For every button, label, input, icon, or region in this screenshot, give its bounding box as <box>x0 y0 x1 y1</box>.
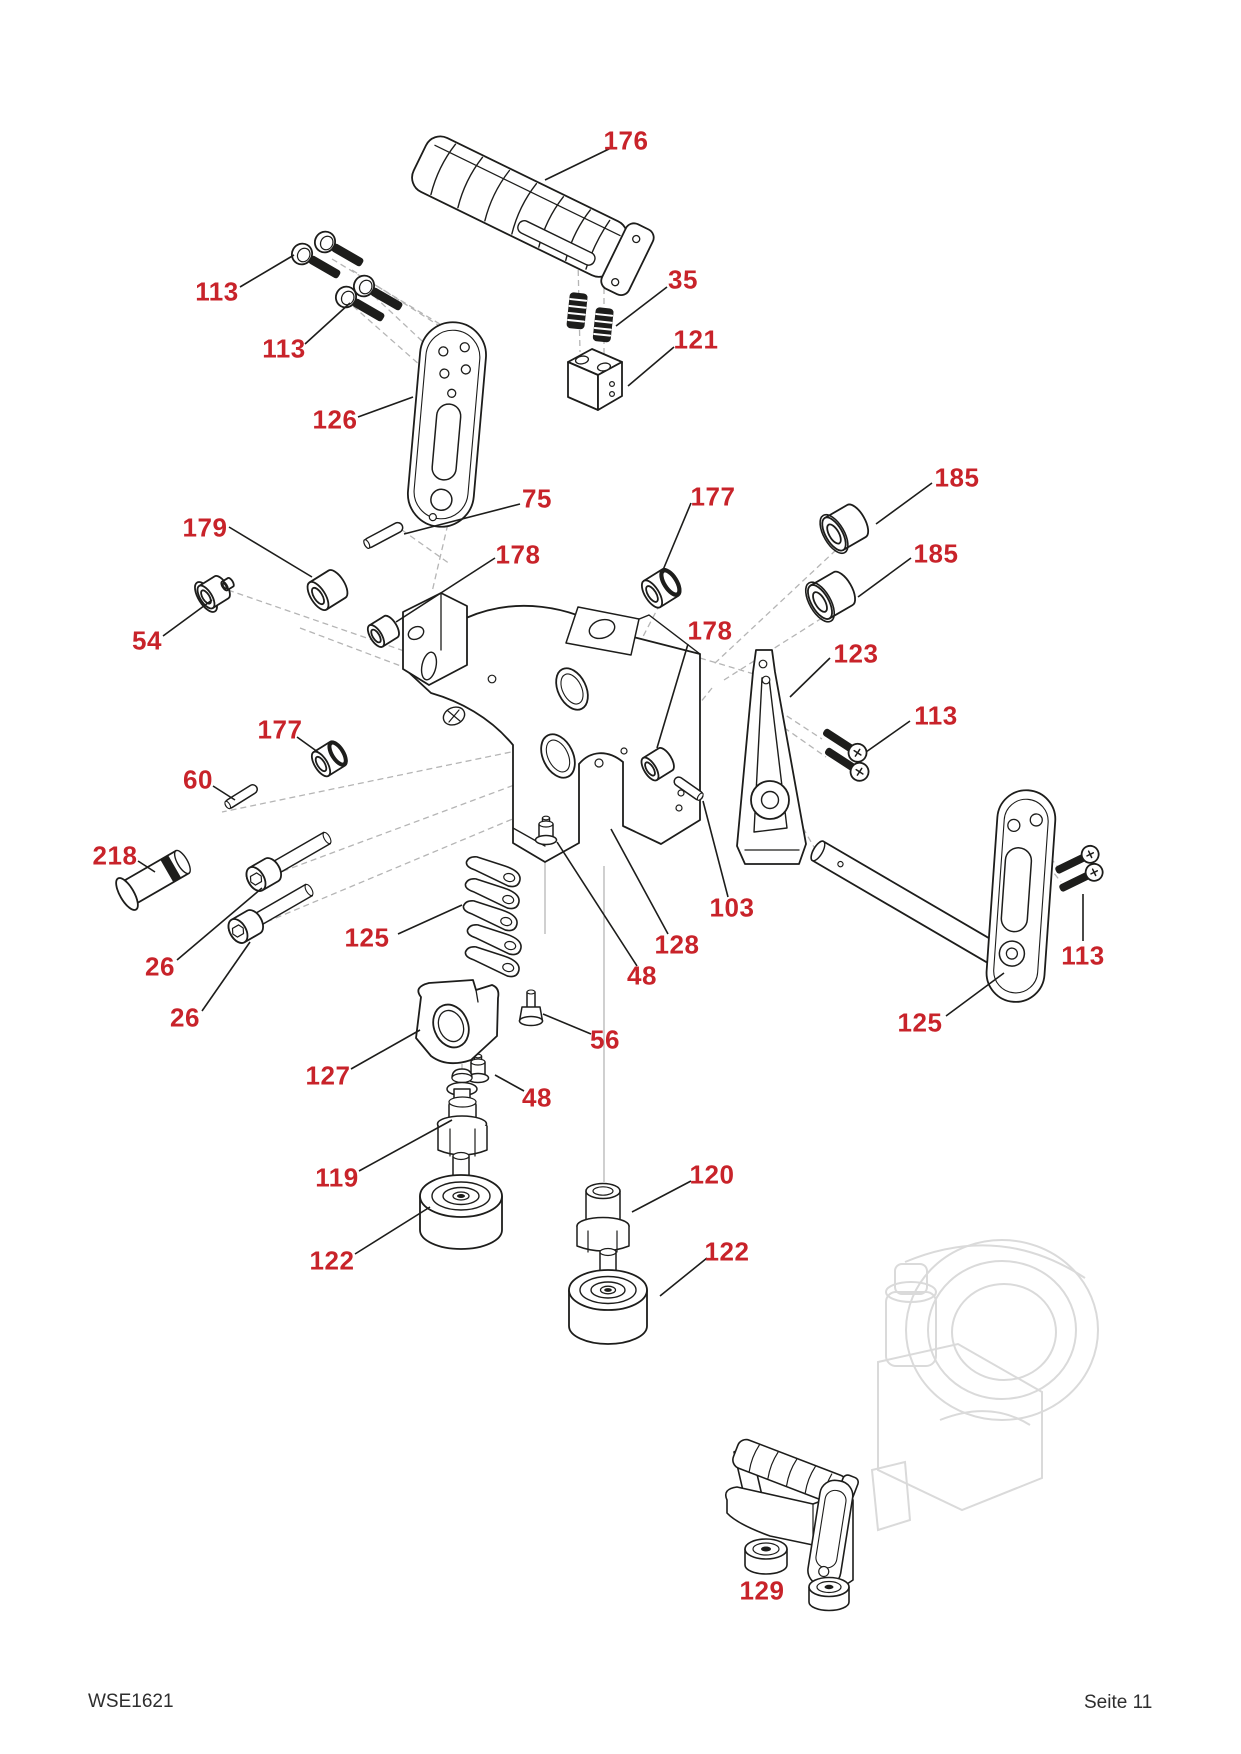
part-label-56: 56 <box>590 1024 620 1055</box>
part-label-185-a: 185 <box>934 462 980 493</box>
part-label-179: 179 <box>182 512 228 543</box>
pan-head-screws-113-top <box>290 230 403 322</box>
footer-doc-code: WSE1621 <box>88 1691 174 1712</box>
part-label-125-a: 125 <box>344 922 390 953</box>
small-pin-103 <box>673 776 704 801</box>
countersunk-screws-113-mid <box>822 728 870 782</box>
part-label-54: 54 <box>132 625 162 656</box>
roller-122-right <box>568 1247 648 1345</box>
part-label-127: 127 <box>305 1060 351 1091</box>
spring-block-121 <box>567 348 623 411</box>
pin-75 <box>363 521 404 550</box>
part-label-113-b: 113 <box>262 333 306 364</box>
cap-screw-26-1 <box>245 831 332 892</box>
part-label-75: 75 <box>522 483 552 514</box>
part-label-185-b: 185 <box>913 538 959 569</box>
part-label-177-b: 177 <box>257 714 303 745</box>
part-label-26-a: 26 <box>145 951 175 982</box>
a-frame-bracket-123 <box>736 649 807 865</box>
part-label-122-b: 122 <box>704 1236 750 1267</box>
axle-pin-218 <box>115 849 191 911</box>
part-label-26-b: 26 <box>170 1002 200 1033</box>
roller-122-left <box>419 1151 503 1250</box>
support-rod <box>810 840 1008 969</box>
handle-assembly-129 <box>724 1438 860 1612</box>
support-foot-120 <box>576 1182 630 1253</box>
right-link-plate-125 <box>985 789 1057 1003</box>
part-label-120: 120 <box>689 1159 735 1190</box>
bushing-185-2 <box>800 568 860 626</box>
part-label-113-d: 113 <box>1061 940 1105 971</box>
part-label-178-a: 178 <box>495 539 541 570</box>
main-frame-casting <box>402 592 701 863</box>
blade-set-125 <box>462 855 522 978</box>
flange-bolt-56 <box>518 989 544 1027</box>
part-label-128: 128 <box>654 929 700 960</box>
part-label-123: 123 <box>833 638 879 669</box>
cap-54 <box>191 573 235 615</box>
part-label-125-b: 125 <box>897 1007 943 1038</box>
part-label-126: 126 <box>312 404 358 435</box>
part-label-60: 60 <box>183 764 213 795</box>
cap-screw-26-2 <box>227 883 314 944</box>
left-link-plate-126 <box>406 321 487 528</box>
part-label-48-a: 48 <box>627 960 657 991</box>
part-label-119: 119 <box>315 1162 359 1193</box>
part-label-176: 176 <box>603 125 649 156</box>
part-label-113-c: 113 <box>914 700 958 731</box>
part-label-103: 103 <box>709 892 755 923</box>
part-label-121: 121 <box>673 324 719 355</box>
footer-page-number: Seite 11 <box>1084 1692 1153 1713</box>
bushing-178-left <box>365 613 403 649</box>
part-label-113-a: 113 <box>195 276 239 307</box>
clamp-block-127 <box>415 979 500 1065</box>
springs-35 <box>566 292 614 343</box>
part-label-122-a: 122 <box>309 1245 355 1276</box>
bushing-185-1 <box>814 501 872 558</box>
support-foot-119 <box>436 1068 488 1157</box>
machine-ghost <box>870 1239 1099 1532</box>
part-label-218: 218 <box>92 840 138 871</box>
leader-lines <box>137 147 1084 1297</box>
part-label-177-a: 177 <box>690 481 736 512</box>
part-label-129: 129 <box>739 1575 785 1606</box>
flange-nut-48-upper <box>534 815 558 846</box>
part-label-178-b: 178 <box>687 615 733 646</box>
bushing-177-left <box>308 738 350 779</box>
part-label-35: 35 <box>668 264 698 295</box>
dowel-pin-60 <box>224 784 258 810</box>
bushing-177-right <box>638 566 685 611</box>
part-label-48-b: 48 <box>522 1082 552 1113</box>
bushing-179 <box>303 567 351 614</box>
countersunk-screws-113-right <box>1055 844 1104 892</box>
handle-grip-176 <box>411 135 655 297</box>
